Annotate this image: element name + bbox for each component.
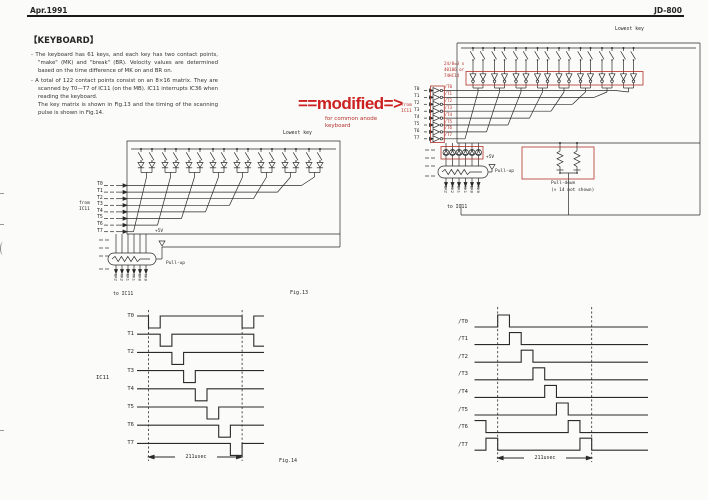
- scan-line-label: T4: [97, 208, 103, 214]
- scan-artifact: [0, 430, 4, 432]
- return-line-label: MK2: [450, 186, 456, 193]
- return-line-label: BR0: [469, 186, 475, 193]
- scan-line-label: T6: [97, 221, 103, 227]
- inverted-line-label: /T7: [444, 132, 453, 138]
- timing-row-label: T7: [127, 440, 134, 447]
- period-label: 211usec: [524, 455, 566, 462]
- timing-row-label: T1: [127, 331, 134, 338]
- lowest-key-label: Lowest key: [283, 131, 312, 136]
- inverted-line-label: /T5: [444, 118, 453, 124]
- return-line-label: BR1: [125, 274, 131, 281]
- figure-caption: Fig.14: [279, 458, 298, 464]
- scan-artifact: [0, 193, 4, 195]
- from-ic-label: from IC11: [401, 103, 412, 114]
- figure-caption: Fig.13: [290, 290, 309, 296]
- timing-row-label: /T0: [458, 318, 468, 325]
- return-line-label: MK2: [119, 274, 125, 281]
- to-ic-label: to IC11: [447, 205, 468, 210]
- return-line-label: MK0: [143, 274, 149, 281]
- timing-row-label: T6: [127, 422, 134, 429]
- ic-note-line: 40106 or: [444, 67, 465, 72]
- scan-line-label: T1: [97, 188, 103, 194]
- pullup-label: Pull-up: [495, 169, 514, 174]
- inverted-line-label: /T4: [444, 111, 453, 117]
- inverted-line-label: /T1: [444, 90, 453, 96]
- pulldown-label: Pull-down: [551, 181, 576, 186]
- period-label: 211usec: [175, 454, 217, 461]
- scan-line-label: T7: [414, 135, 420, 141]
- timing-row-label: T3: [127, 367, 134, 374]
- timing-row-label: /T1: [458, 336, 468, 343]
- modification-annotation: ==modified=>: [298, 94, 403, 113]
- timing-row-label: T4: [127, 385, 134, 392]
- body-paragraph: - A total of 122 contact points consist …: [31, 78, 218, 116]
- inverted-line-label: /T0: [444, 84, 453, 89]
- scan-line-label: T2: [414, 101, 420, 107]
- return-line-label: BR2: [113, 274, 119, 281]
- scan-line-label: T5: [97, 215, 103, 221]
- timing-row-label: T2: [127, 349, 134, 356]
- return-line-label: BR0: [137, 274, 143, 281]
- scan-line-label: T0: [97, 182, 103, 188]
- inverted-line-label: /T3: [444, 104, 453, 110]
- timing-row-label: /T7: [458, 441, 468, 448]
- scan-line-label: T5: [414, 121, 420, 127]
- supply-label: +5V: [155, 229, 164, 234]
- scan-line-label: T3: [97, 202, 103, 208]
- timing-device-label: IC11: [96, 375, 110, 381]
- timing-row-label: /T2: [458, 353, 468, 360]
- return-line-label: MK1: [463, 186, 469, 193]
- pulldown-note: (× 14 not shown): [551, 188, 595, 193]
- scan-artifact: [0, 224, 4, 226]
- timing-row-label: /T5: [458, 406, 468, 413]
- return-line-label: MK0: [476, 186, 482, 193]
- scan-line-label: T2: [97, 195, 103, 201]
- supply-label: +5V: [486, 155, 495, 160]
- inverted-line-label: /T2: [444, 97, 453, 103]
- scan-artifact: [0, 242, 6, 255]
- scan-line-label: T0: [414, 87, 420, 93]
- header-rule: [27, 15, 684, 17]
- timing-row-label: /T4: [458, 388, 468, 395]
- page-model: JD-800: [654, 6, 682, 15]
- timing-row-label: T5: [127, 404, 134, 410]
- scan-line-label: T7: [97, 228, 103, 234]
- scan-line-label: T1: [414, 94, 420, 100]
- modification-note: for common anode keyboard: [325, 116, 378, 130]
- body-paragraph: - The keyboard has 61 keys, and each key…: [31, 52, 218, 74]
- ic-note-line: 24/8=3 x: [444, 61, 465, 66]
- ic-note-line: 74HC14: [444, 73, 460, 78]
- to-ic-label: to IC11: [113, 292, 134, 297]
- scan-line-label: T3: [414, 108, 420, 113]
- section-title: 【KEYBOARD】: [29, 36, 99, 46]
- page-date: Apr.1991: [30, 6, 68, 15]
- timing-row-label: /T3: [458, 371, 468, 378]
- scan-line-label: T4: [414, 114, 420, 120]
- from-ic-label: from IC11: [79, 201, 90, 212]
- timing-row-label: T0: [127, 313, 134, 319]
- return-line-label: MK1: [131, 274, 137, 281]
- section-body: - The keyboard has 61 keys, and each key…: [31, 52, 218, 121]
- timing-row-label: /T6: [458, 424, 468, 431]
- scan-line-label: T6: [414, 128, 420, 134]
- lowest-key-label: Lowest key: [615, 27, 644, 32]
- return-line-label: BR2: [443, 186, 449, 193]
- inverted-line-label: /T6: [444, 125, 453, 131]
- pullup-label: Pull-up: [166, 261, 185, 266]
- return-line-label: BR1: [456, 186, 462, 193]
